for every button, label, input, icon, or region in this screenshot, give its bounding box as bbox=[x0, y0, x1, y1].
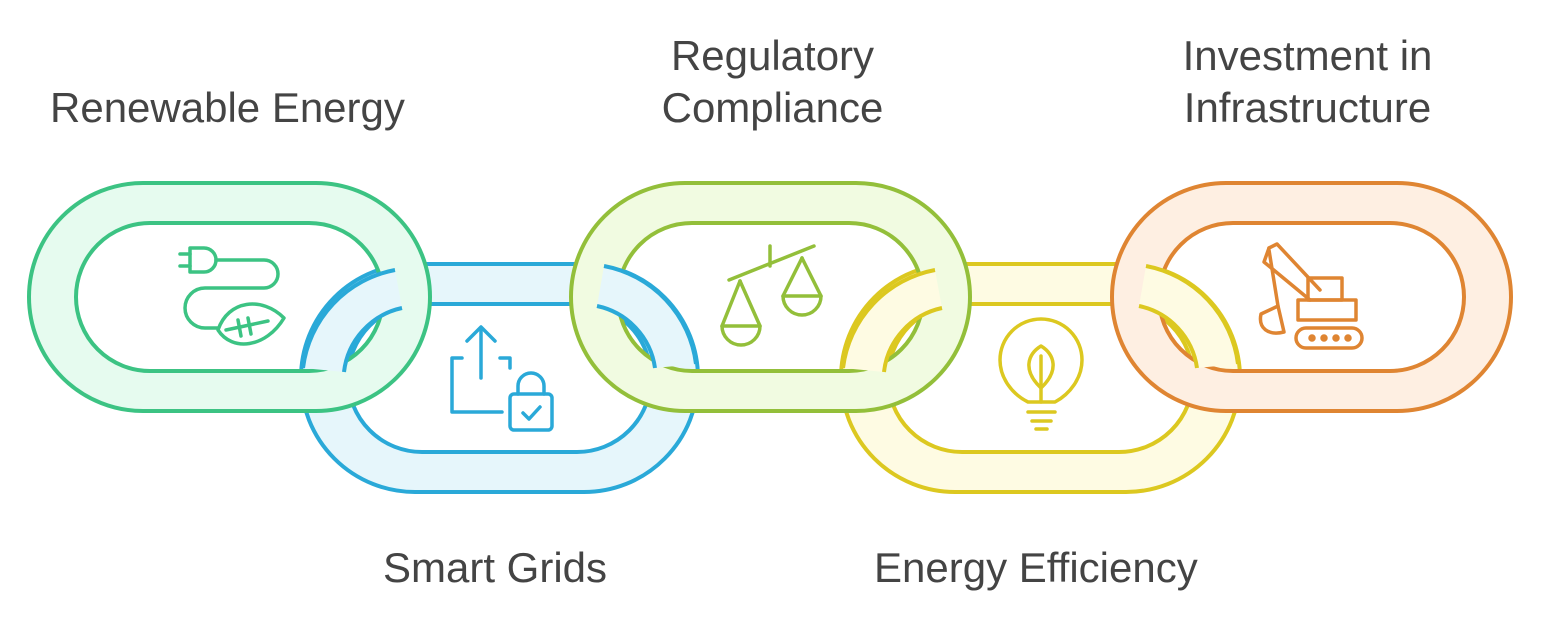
label-regulatory-compliance: Regulatory Compliance bbox=[661, 32, 884, 131]
upload-lock-icon bbox=[450, 325, 554, 432]
link-ring bbox=[1110, 181, 1513, 413]
label-investment-infrastructure: Investment in Infrastructure bbox=[1182, 32, 1433, 131]
interlock-efficiency-over-investment bbox=[1138, 264, 1240, 369]
scales-icon bbox=[720, 244, 823, 347]
label-energy-efficiency: Energy Efficiency bbox=[874, 544, 1198, 591]
link-ring bbox=[569, 181, 972, 413]
interlock-efficiency-over-regulatory bbox=[841, 268, 943, 373]
lightbulb-leaf-icon bbox=[998, 317, 1084, 431]
interlock-smart-grids-over-renewable bbox=[301, 268, 403, 373]
chain-link-investment-infrastructure bbox=[1110, 181, 1513, 413]
plug-leaf-icon bbox=[178, 246, 286, 346]
label-smart-grids: Smart Grids bbox=[383, 544, 608, 591]
interlock-smart-grids-over-regulatory bbox=[596, 264, 698, 369]
chain-link-regulatory-compliance bbox=[569, 181, 972, 413]
label-renewable-energy: Renewable Energy bbox=[50, 84, 405, 131]
chain-link-renewable-energy bbox=[27, 181, 432, 413]
excavator-icon bbox=[1258, 242, 1364, 350]
link-ring bbox=[27, 181, 432, 413]
